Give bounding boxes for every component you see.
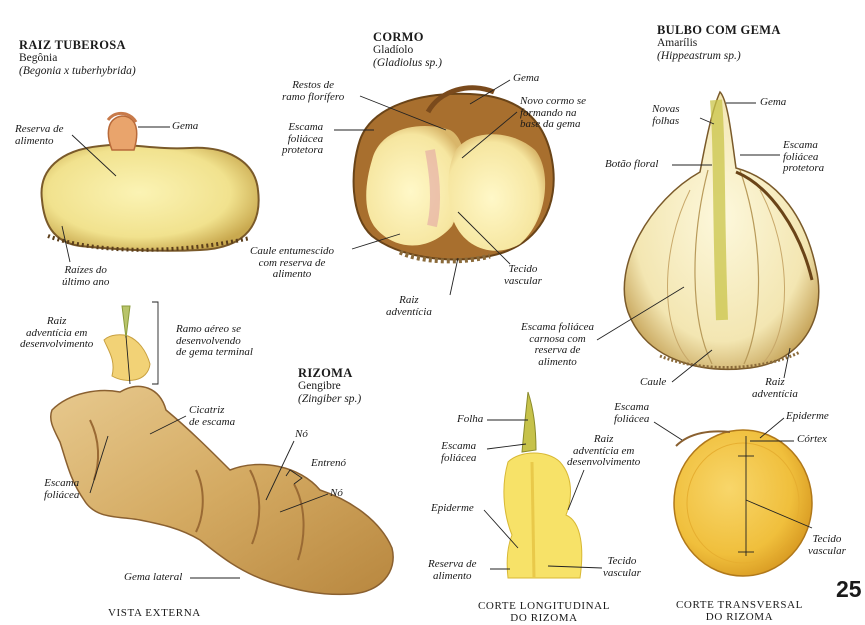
label-corte-trans-cortex: Córtex — [797, 434, 827, 446]
cormo-common-name: Gladíolo — [373, 44, 413, 57]
rizoma-common-name: Gengibre — [298, 380, 341, 393]
raiz-scientific-name: (Begonia x tuberhybrida) — [19, 65, 136, 78]
label-no-2: Nó — [330, 488, 343, 500]
label-cormo-gema: Gema — [513, 73, 539, 85]
label-corte-long-epiderme: Epiderme — [431, 503, 474, 515]
label-gema: Gema — [172, 121, 198, 133]
cormo-scientific-name: (Gladiolus sp.) — [373, 57, 442, 70]
label-corte-trans-epiderme: Epiderme — [786, 411, 829, 423]
transverse-section-drawing — [674, 430, 812, 576]
raiz-title: RAIZ TUBEROSA — [19, 38, 126, 53]
label-bulbo-gema: Gema — [760, 97, 786, 109]
begonia-tuber-drawing — [42, 113, 259, 250]
label-gema-lateral: Gema lateral — [124, 572, 182, 584]
label-no-1: Nó — [295, 429, 308, 441]
rizoma-title: RIZOMA — [298, 366, 353, 381]
bulbo-scientific-name: (Hippeastrum sp.) — [657, 50, 741, 63]
page-number: 25 — [836, 576, 862, 603]
rizoma-scientific-name: (Zingiber sp.) — [298, 393, 361, 406]
amaryllis-bulb-drawing — [624, 92, 818, 369]
bulbo-common-name: Amarílis — [657, 37, 697, 50]
caption-vista-externa: VISTA EXTERNA — [108, 607, 201, 619]
cormo-title: CORMO — [373, 30, 424, 45]
bulbo-title: BULBO COM GEMA — [657, 23, 781, 38]
label-folha: Folha — [457, 414, 483, 426]
label-bulbo-caule: Caule — [640, 377, 666, 389]
label-botao-floral: Botão floral — [605, 159, 658, 171]
raiz-common-name: Begônia — [19, 52, 57, 65]
label-entreno: Entrenó — [311, 458, 346, 470]
